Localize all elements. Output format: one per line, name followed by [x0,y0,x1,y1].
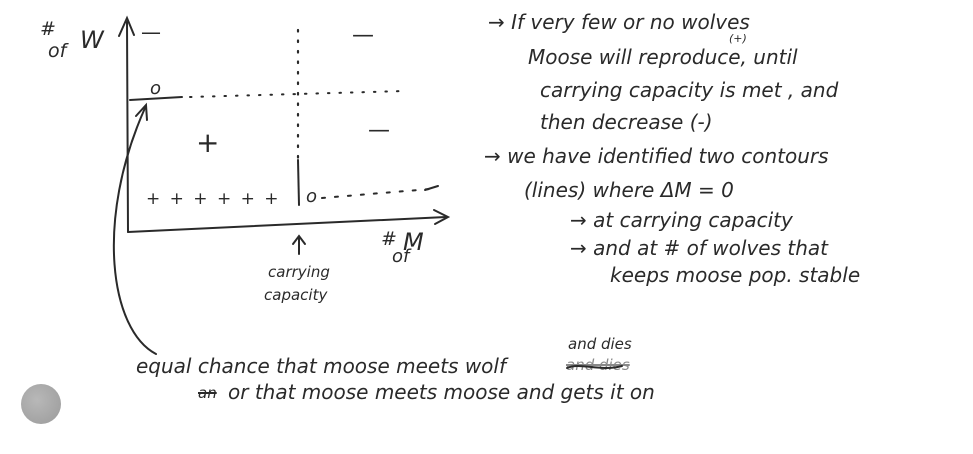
wolf-threshold-dotted [189,90,406,98]
minus-sign-top-right: — [352,23,374,48]
wolf-threshold-solid [129,96,183,101]
bottom-line-1: equal chance that moose meets wolf [136,354,507,378]
bottom-struck-word: an [198,384,217,402]
y-axis-label-var: W [80,26,104,54]
x-axis [127,216,447,233]
gray-dot-marker [21,384,61,424]
carrying-capacity-solid-line [297,159,300,206]
bottom-line-2: or that moose meets moose and gets it on [228,380,655,404]
plus-region-sign: + [196,126,220,159]
x-axis-label-hash: # [381,228,397,250]
y-axis-label-of: of [48,40,67,62]
carrying-capacity-label-line1: carrying [268,263,330,281]
curved-arrow-head [135,102,148,121]
cc-pointer-head [292,234,306,245]
minus-sign-top-left: — [141,20,161,44]
note-line-4: then decrease (-) [540,110,713,134]
note-line-3: carrying capacity is met , and [540,78,839,102]
curved-arrow [112,107,157,355]
note-line-1: → If very few or no wolves [488,10,750,34]
plus-row-signs: + + + + + + [146,189,281,209]
note-line-2: Moose will reproduce, until [528,45,798,69]
x-axis-label-var: M [403,228,424,256]
y-axis-label-hash: # [40,18,56,40]
x-axis-label-of: of [392,246,410,267]
note-line-5: → we have identified two contours [484,144,829,168]
strike-scribble [566,365,623,369]
x-axis-arrowhead [433,209,451,225]
note-line-8: → and at # of wolves that [570,236,828,260]
note-line-6: (lines) where ΔM = 0 [524,178,734,202]
zero-marker-bottom: o [306,186,318,207]
note-line-7: → at carrying capacity [570,208,793,232]
note-plus-marker: (+) [729,32,747,45]
bottom-struck-and-dies: and dies [566,356,630,374]
carrying-capacity-label-line2: capacity [264,286,328,304]
bottom-and-dies-insert: and dies [568,335,632,353]
zero-marker-top: o [150,78,162,99]
lower-dotted-line-end [424,185,439,191]
y-axis-arrowhead [118,15,135,37]
lower-dotted-line [321,188,431,199]
minus-sign-right: — [368,118,390,143]
note-line-9: keeps moose pop. stable [610,263,861,287]
y-axis [126,21,129,233]
